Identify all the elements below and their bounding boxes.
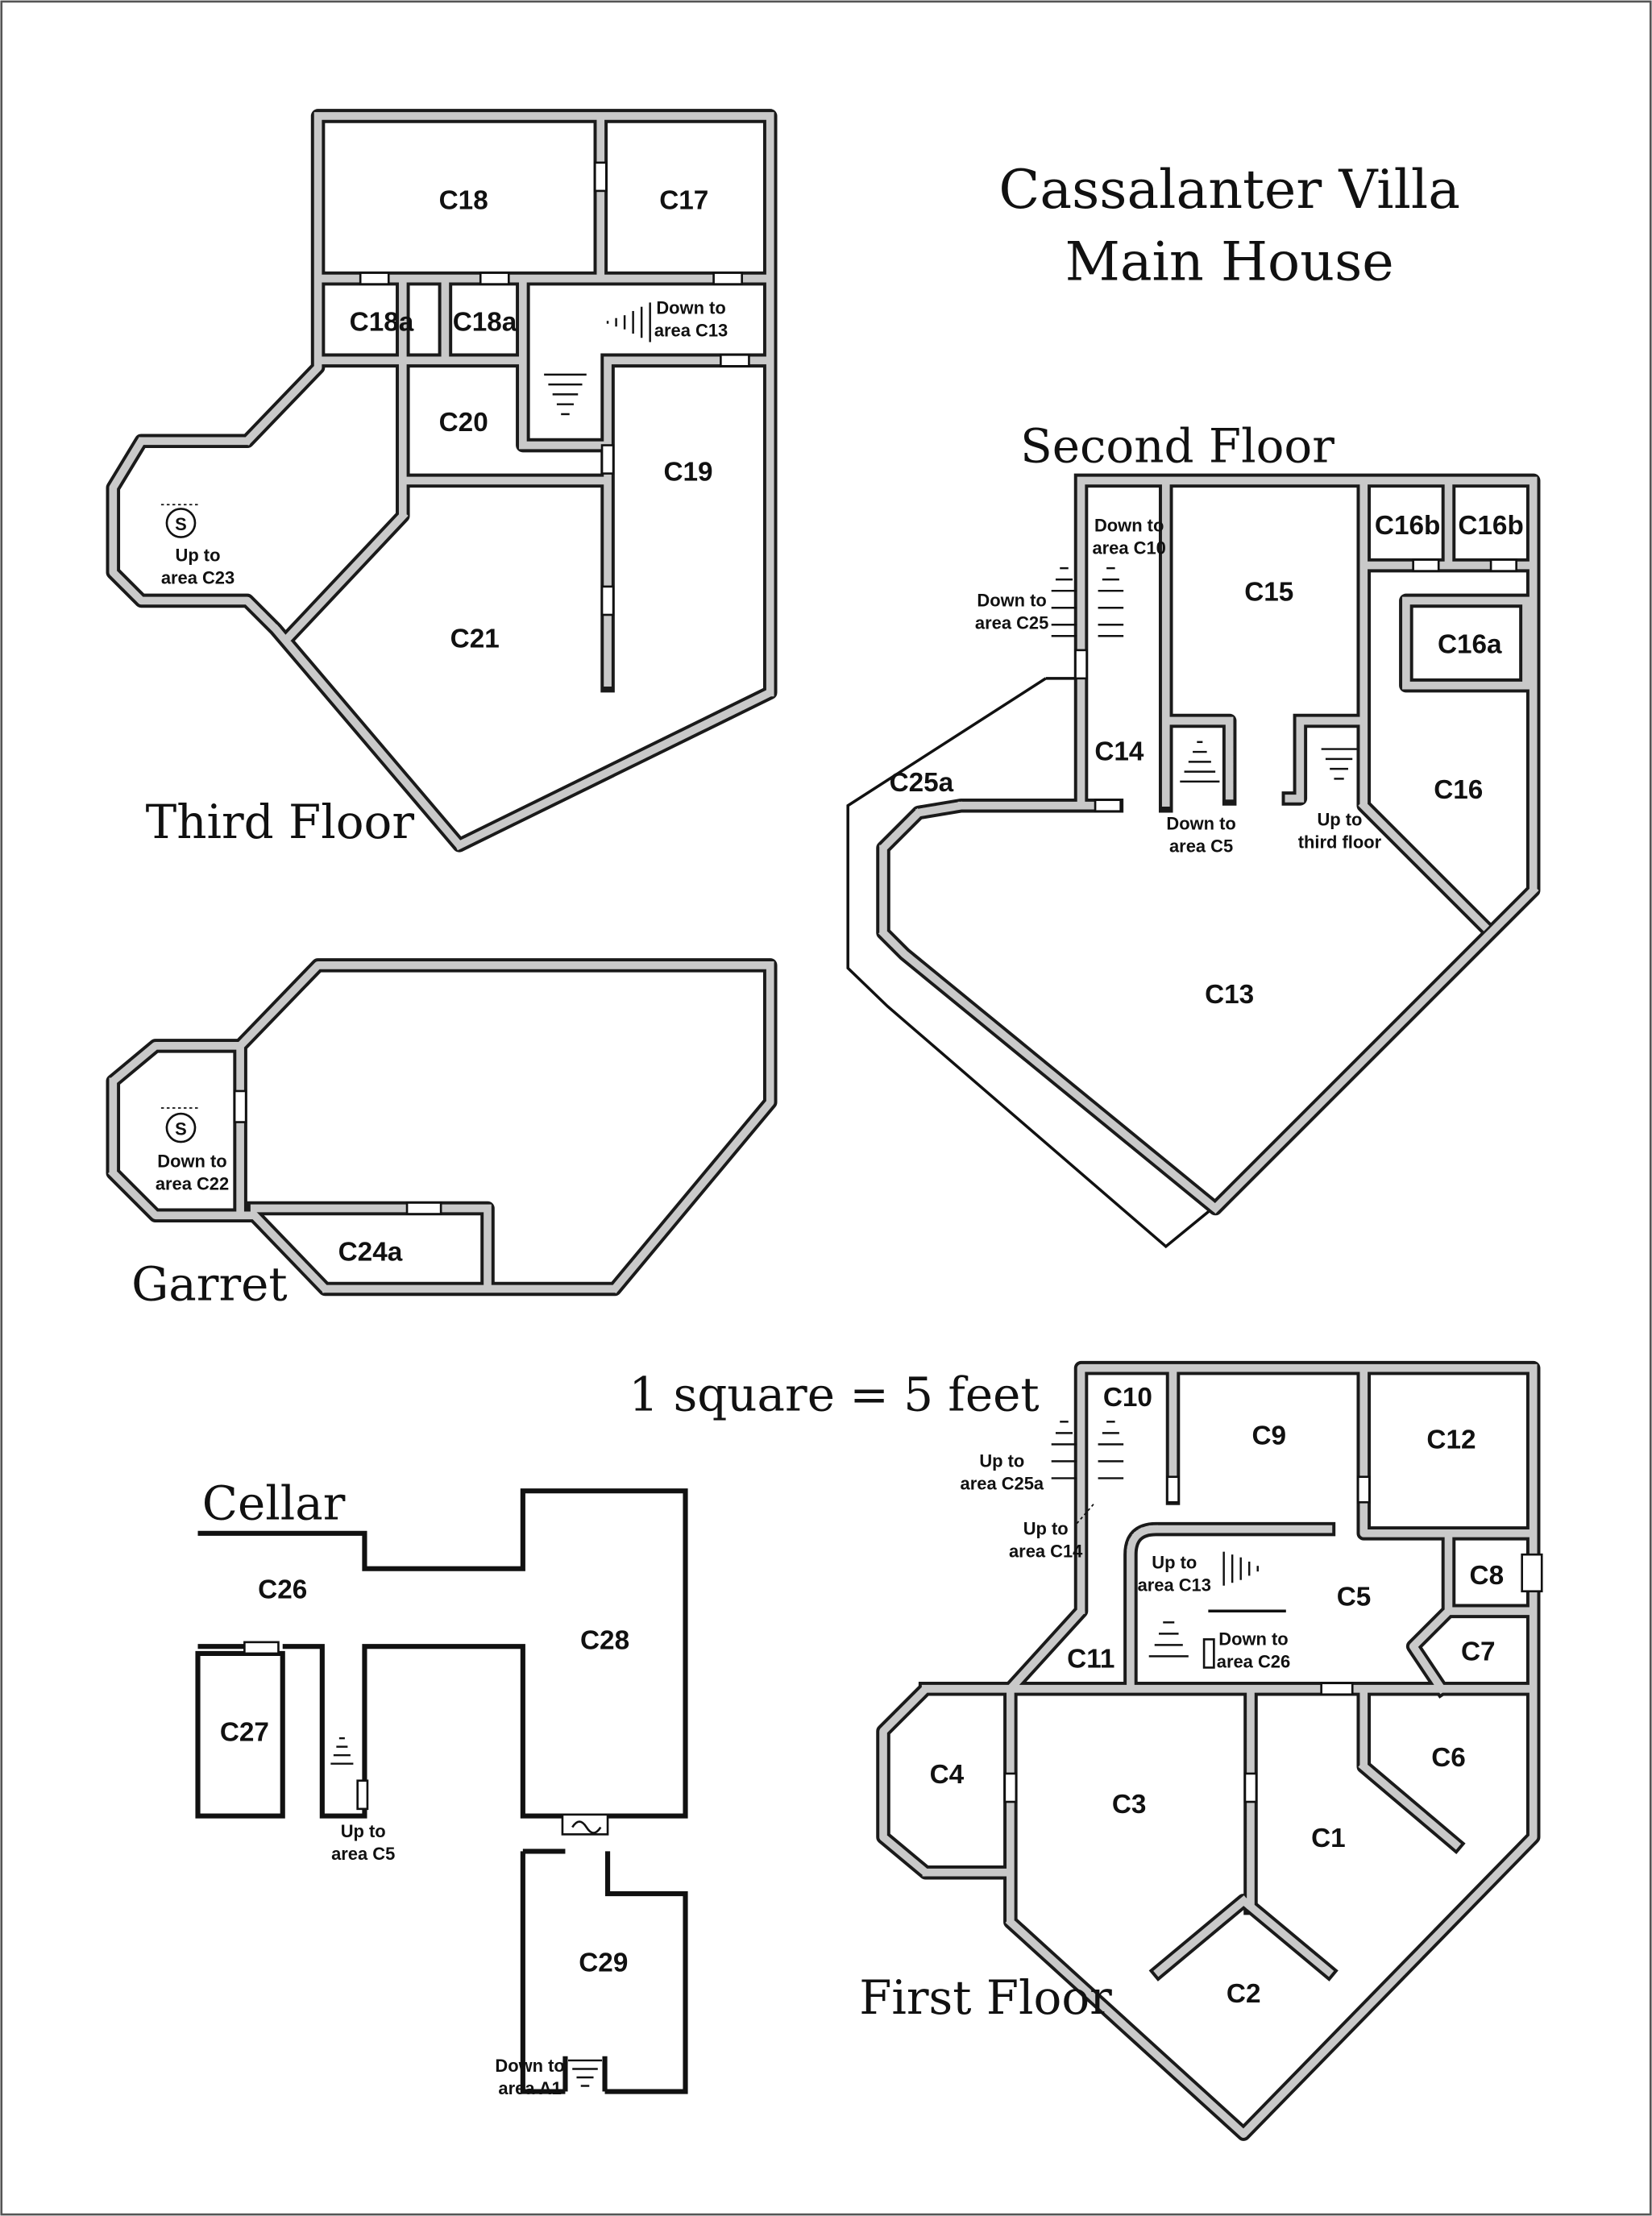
note-area-c22: area C22 [156, 1174, 229, 1194]
note-up-to: Up to [341, 1821, 386, 1841]
third-floor-plan: C18 C17 C18a C18a C20 C19 C21 Down to ar… [106, 109, 778, 853]
room-label-c16: C16 [1434, 775, 1483, 805]
first-floor-walls [876, 1360, 1543, 2141]
stairs-icon [544, 302, 651, 416]
room-label-c10: C10 [1103, 1383, 1152, 1413]
note-down-to: Down to [1218, 1629, 1288, 1649]
room-label-c19: C19 [663, 457, 712, 487]
note-area-c13: area C13 [654, 321, 728, 341]
note-up-to: Up to [176, 545, 221, 565]
note-down-to: Down to [495, 2056, 564, 2076]
note-up-to: Up to [1152, 1553, 1197, 1573]
room-label-c27: C27 [220, 1718, 269, 1748]
note-area-a1: area A1 [498, 2078, 561, 2098]
garret-plan: S Down to area C22 C24a Garret [106, 958, 778, 1311]
note-area-c5: area C5 [331, 1844, 395, 1864]
stairs-icon [1051, 1421, 1259, 1658]
note-down-to: Down to [656, 297, 725, 317]
stairs-icon [330, 1737, 603, 2087]
secret-door-icon: S [160, 1107, 201, 1143]
room-label-c11: C11 [1067, 1644, 1114, 1674]
room-label-c29: C29 [579, 1948, 628, 1977]
third-floor-walls [106, 109, 778, 853]
floor-label-first: First Floor [859, 1970, 1112, 2025]
svg-text:S: S [175, 1118, 187, 1139]
floor-label-garret: Garret [131, 1256, 288, 1311]
room-label-c2: C2 [1227, 1979, 1261, 2009]
second-floor-walls [876, 473, 1541, 1216]
room-label-c15: C15 [1244, 577, 1293, 607]
room-label-c13: C13 [1205, 980, 1254, 1010]
note-area-c14: area C14 [1009, 1542, 1083, 1562]
note-down-to: Down to [977, 590, 1046, 610]
note-area-c25: area C25 [975, 613, 1048, 633]
note-area-c5: area C5 [1169, 836, 1233, 857]
note-area-c25a: area C25a [961, 1473, 1044, 1493]
note-up-to: Up to [979, 1450, 1024, 1471]
stairs-icon [1051, 566, 1357, 783]
room-label-c5: C5 [1337, 1582, 1372, 1612]
note-third-floor: third floor [1298, 832, 1382, 852]
room-label-c7: C7 [1461, 1637, 1496, 1667]
map-title-line2: Main House [1065, 230, 1394, 293]
note-area-c13: area C13 [1138, 1575, 1211, 1596]
room-label-c16b: C16b [1375, 511, 1440, 541]
first-floor-plan: C10 C9 C12 C8 C5 C7 C11 C4 C3 C1 C6 C2 U… [859, 1360, 1543, 2141]
note-up-to: Up to [1317, 809, 1362, 829]
room-label-c3: C3 [1112, 1790, 1147, 1820]
note-down-to: Down to [1166, 814, 1235, 834]
room-label-c12: C12 [1426, 1425, 1476, 1455]
room-label-c16a: C16a [1438, 629, 1502, 659]
door [243, 1641, 280, 1655]
secret-door-icon: S [160, 504, 201, 538]
note-down-to: Down to [1094, 516, 1164, 536]
floor-label-cellar: Cellar [202, 1475, 346, 1530]
room-label-c4: C4 [930, 1760, 965, 1790]
room-label-c9: C9 [1251, 1421, 1286, 1450]
cellar-plan: C26 C27 C28 C29 Up to area C5 Down to ar… [195, 1475, 688, 2098]
svg-text:S: S [175, 514, 187, 534]
room-label-c24a: C24a [338, 1237, 403, 1267]
room-label-c18: C18 [439, 186, 488, 216]
room-label-c1: C1 [1311, 1824, 1346, 1853]
note-area-c10: area C10 [1092, 538, 1165, 558]
floor-label-third: Third Floor [146, 795, 415, 849]
room-label-c21: C21 [450, 624, 500, 654]
scale-note: 1 square = 5 feet [629, 1367, 1039, 1421]
note-area-c23: area C23 [161, 567, 235, 587]
room-label-c8: C8 [1470, 1561, 1505, 1591]
room-label-c25a: C25a [890, 768, 954, 798]
room-label-c18a: C18a [350, 308, 414, 338]
note-up-to: Up to [1023, 1519, 1069, 1539]
note-down-to: Down to [157, 1152, 226, 1172]
garret-walls [106, 958, 778, 1297]
second-floor-plan: C15 C16b C16b C16a C14 C16 C25a C13 Down… [846, 419, 1541, 1249]
room-label-c28: C28 [580, 1626, 629, 1656]
room-label-c17: C17 [659, 186, 708, 216]
room-label-c26: C26 [258, 1575, 307, 1605]
map-title-line1: Cassalanter Villa [998, 158, 1460, 221]
room-label-c14: C14 [1094, 737, 1144, 767]
room-label-c16b: C16b [1458, 511, 1523, 541]
room-label-c20: C20 [439, 408, 488, 438]
floor-label-second: Second Floor [1020, 419, 1334, 474]
note-area-c26: area C26 [1217, 1651, 1290, 1671]
room-label-c18a: C18a [453, 308, 517, 338]
room-label-c6: C6 [1431, 1743, 1466, 1773]
